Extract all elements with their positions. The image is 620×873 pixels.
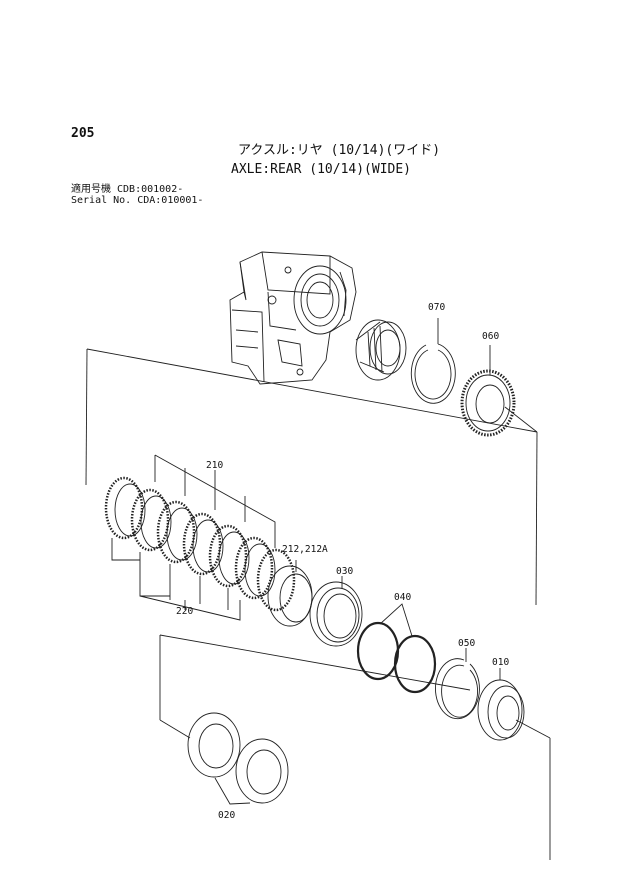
label-212-212a: 212,212A [282,544,328,555]
label-060: 060 [482,331,499,342]
serial-japanese: 適用号機 CDB:001002- [71,184,184,195]
serial-english: Serial No. CDA:010001- [71,195,204,206]
axle-housing [229,251,357,385]
lower-frame [159,634,551,860]
label-040: 040 [394,592,411,603]
title-japanese: アクスル:リヤ (10/14)(ワイド) [238,143,441,158]
label-210: 210 [206,460,223,471]
label-050: 050 [458,638,475,649]
part-020-washers [187,712,289,805]
label-030: 030 [336,566,353,577]
upper-frame [85,348,538,606]
label-010: 010 [492,657,509,668]
label-220: 220 [176,606,193,617]
part-060-gear-plate [460,345,516,437]
clutch-disc-pack [104,476,296,612]
label-070: 070 [428,302,445,313]
part-070-snap-ring [410,318,456,404]
part-212-plate [267,560,313,627]
part-050-snap-ring [435,648,480,720]
part-010-bearing [477,668,525,741]
part-030-seal [309,576,363,647]
bracket-210 [154,454,276,548]
gear-ring [355,319,407,381]
label-020: 020 [218,810,235,821]
title-english: AXLE:REAR (10/14)(WIDE) [231,162,412,177]
bracket-220 [111,538,241,621]
page-number: 205 [71,126,95,141]
part-040-o-rings [356,603,437,694]
